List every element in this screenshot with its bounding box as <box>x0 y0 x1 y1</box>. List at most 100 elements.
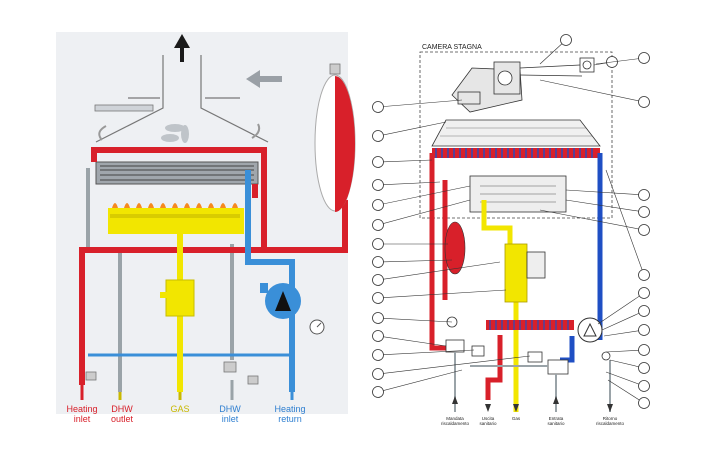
bottom-valves <box>85 361 259 385</box>
callout-circle <box>638 206 650 218</box>
callout-circle <box>638 189 650 201</box>
combustion-hood <box>431 119 601 147</box>
callout-circle <box>372 274 384 286</box>
right-pump-arrow-icon <box>583 322 597 337</box>
callout-circle <box>372 238 384 250</box>
label-gas: GAS <box>170 404 189 414</box>
right-pump <box>577 317 603 343</box>
primary-exchanger <box>432 148 600 158</box>
right-boiler-diagram: CAMERA STAGNA <box>372 34 650 426</box>
callout-circle <box>372 101 384 113</box>
flue-damper <box>94 104 154 112</box>
callout-circle <box>372 256 384 268</box>
callout-circle <box>372 156 384 168</box>
callout-leader-line <box>377 99 463 108</box>
callout-leader-line <box>565 189 645 196</box>
expansion-vessel-fill <box>335 76 355 212</box>
connector-stubs <box>80 380 294 400</box>
secondary-exchanger-fins <box>489 320 569 330</box>
callout-leader-line <box>605 371 645 387</box>
callout-circle <box>638 224 650 236</box>
callout-leader-line <box>605 349 645 353</box>
callout-leader-line <box>595 57 645 65</box>
primary-exchanger-fins <box>435 148 593 158</box>
callout-leader-line <box>377 159 433 163</box>
callout-circle <box>638 380 650 392</box>
callout-leader-line <box>377 335 447 347</box>
callout-circle <box>638 397 650 409</box>
callout-leader-line <box>377 185 471 206</box>
callout-circle <box>372 199 384 211</box>
bottom-arrows <box>452 396 613 412</box>
heating-flow-pipe <box>79 147 348 385</box>
secondary-exchanger <box>486 320 574 330</box>
fan-assembly <box>451 61 523 113</box>
right-gas-pipe <box>481 200 519 412</box>
sealed-chamber-title: CAMERA STAGNA <box>422 44 482 51</box>
flue-ducts <box>95 55 269 143</box>
callout-circle <box>638 96 650 108</box>
callout-leader-line <box>539 79 645 103</box>
burner-flames <box>112 203 238 208</box>
callout-circle <box>638 305 650 317</box>
gas-valve <box>165 279 195 317</box>
callout-circle <box>560 34 572 46</box>
callout-circle <box>372 130 384 142</box>
gas-valve-knob <box>160 292 168 298</box>
burner <box>108 208 244 234</box>
callout-leader-line <box>565 199 645 213</box>
hood-ribs <box>440 127 592 137</box>
label-gas-it: Gas <box>512 416 521 421</box>
heat-exchanger-fins <box>100 165 254 181</box>
swirl-arrow-left-icon <box>98 125 107 141</box>
callout-leader-line <box>603 329 645 337</box>
burner-manifold <box>110 214 240 218</box>
callout-leader-line <box>377 199 471 226</box>
callout-circle <box>372 179 384 191</box>
heat-exchanger <box>95 161 259 185</box>
callout-circle <box>638 52 650 64</box>
callout-circle <box>372 349 384 361</box>
callout-leader-line <box>377 349 475 356</box>
pump-arrow-icon <box>275 291 291 311</box>
callout-leader-line <box>377 121 447 137</box>
exhaust-arrow-icon <box>174 34 190 62</box>
sealed-chamber-box <box>419 51 613 219</box>
air-intake-arrow-icon <box>246 70 282 88</box>
callout-leader-line <box>377 289 507 299</box>
callout-circle <box>372 330 384 342</box>
right-gas-valve <box>504 243 528 303</box>
callout-circle <box>638 344 650 356</box>
callout-circle <box>638 362 650 374</box>
callout-circle <box>372 292 384 304</box>
callout-leader-line <box>605 169 645 276</box>
callout-circle <box>638 324 650 336</box>
callout-leader-line <box>377 261 501 281</box>
callout-circle <box>372 368 384 380</box>
callout-markers <box>372 34 650 409</box>
fan-icon <box>161 124 189 143</box>
heating-return-pipe <box>88 170 295 392</box>
burner-ramp <box>480 185 556 203</box>
callout-circle <box>372 219 384 231</box>
gas-valve-coil <box>526 251 546 279</box>
swirl-arrow-right-icon <box>251 123 261 139</box>
callout-leader-line <box>601 310 645 331</box>
callout-leader-line <box>377 369 463 393</box>
right-expansion-vessel <box>444 221 466 275</box>
callout-leader-line <box>539 209 645 231</box>
callout-leader-line <box>597 292 645 325</box>
callout-leader-line <box>377 259 453 263</box>
callout-circle <box>372 386 384 398</box>
